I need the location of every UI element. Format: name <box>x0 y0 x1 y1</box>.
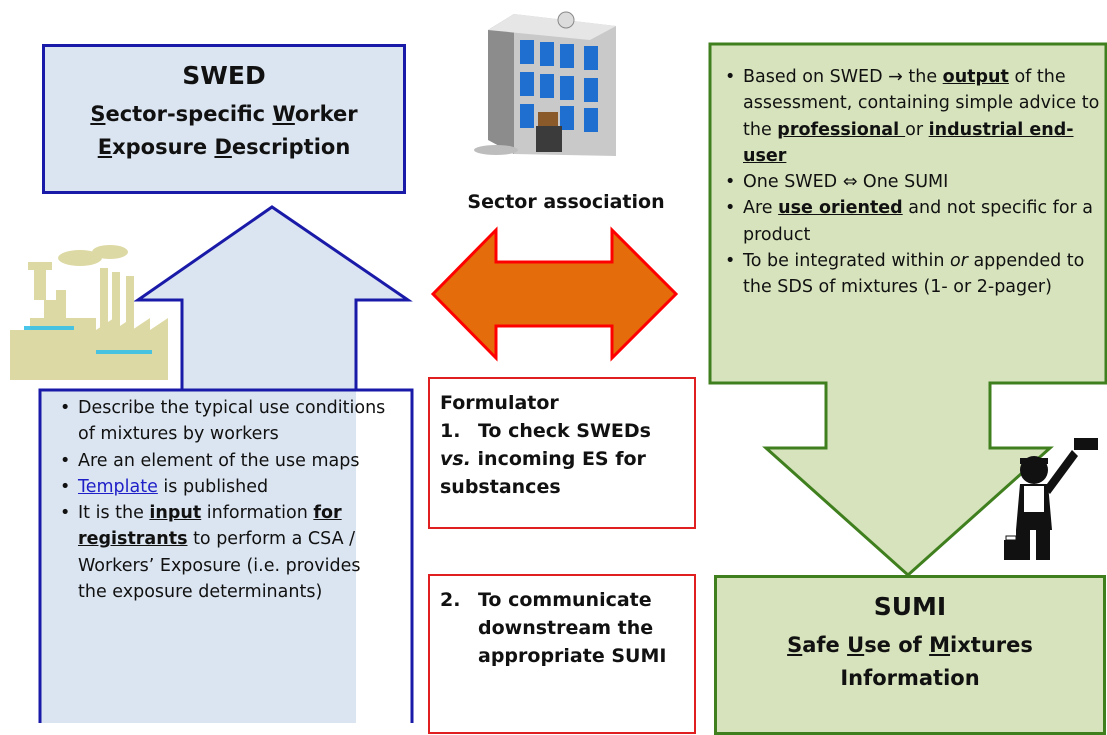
formulator-box: Formulator 1. To check SWEDs vs. incomin… <box>428 377 696 529</box>
factory-icon <box>10 245 168 380</box>
list-item: Describe the typical use conditions of m… <box>56 395 386 448</box>
swed-title: SWED <box>182 61 266 90</box>
swed-box: SWED Sector-specific Worker Exposure Des… <box>42 44 406 194</box>
list-item: Are an element of the use maps <box>56 448 386 475</box>
sumi-title: SUMI <box>873 592 947 621</box>
sector-association-label: Sector association <box>467 191 665 213</box>
communicate-step: 2. To communicate downstream the appropr… <box>440 589 667 667</box>
formulator-step-cont: vs. incoming ES for substances <box>440 448 646 498</box>
formulator-step: 1. To check SWEDs <box>440 420 651 442</box>
list-item: To be integrated within or appended to t… <box>721 248 1106 301</box>
sumi-box: SUMI Safe Use of Mixtures Information <box>714 575 1106 735</box>
list-item: Template is published <box>56 474 386 501</box>
painter-icon <box>1004 438 1098 560</box>
double-arrow <box>430 226 679 362</box>
list-item: It is the input information for registra… <box>56 500 386 605</box>
communicate-box: 2. To communicate downstream the appropr… <box>428 574 696 734</box>
list-item: Based on SWED → the output of the assess… <box>721 64 1106 169</box>
list-item: Are use oriented and not specific for a … <box>721 195 1106 248</box>
list-item: One SWED ⇔ One SUMI <box>721 169 1106 196</box>
swed-subtitle: Sector-specific Worker Exposure Descript… <box>90 102 358 159</box>
template-link[interactable]: Template <box>78 476 158 497</box>
building-icon <box>474 11 616 156</box>
formulator-heading: Formulator <box>440 392 559 414</box>
swed-bullet-list: Describe the typical use conditions of m… <box>56 395 386 605</box>
sumi-bullet-list: Based on SWED → the output of the assess… <box>721 64 1106 301</box>
sumi-subtitle: Safe Use of Mixtures Information <box>787 633 1033 690</box>
